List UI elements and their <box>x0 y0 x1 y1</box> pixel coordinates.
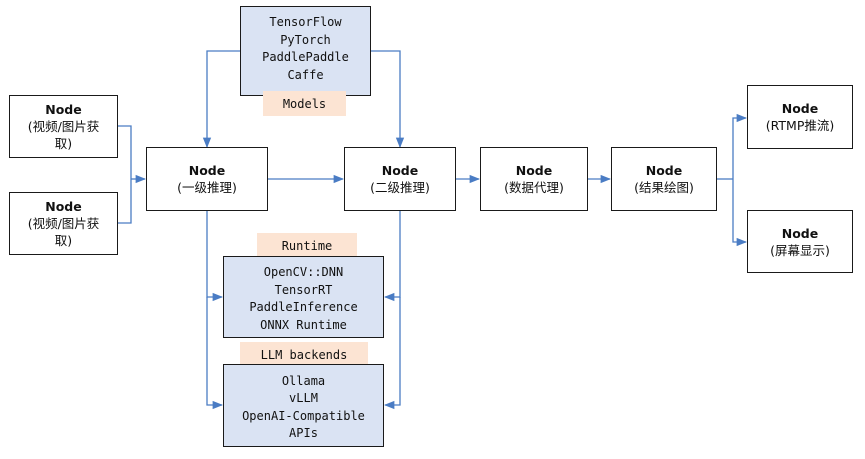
edge-primary-to-runtime <box>206 211 224 302</box>
primary-inference-node: Node (一级推理) <box>146 147 268 211</box>
llm-item: OpenAI-Compatible <box>242 408 365 423</box>
edge-input2-merge <box>118 179 132 224</box>
edge-osd-to-screen <box>732 179 748 247</box>
node-label: (RTMP推流) <box>765 118 835 133</box>
rtmp-push-node: Node (RTMP推流) <box>747 85 853 149</box>
models-item: Caffe <box>287 67 324 82</box>
edge-secondary-to-llm <box>383 297 401 410</box>
result-draw-node: Node (结果绘图) <box>611 147 717 211</box>
node-title: Node <box>781 101 819 116</box>
node-label: (视频/图片获取) <box>27 216 100 248</box>
models-item: PaddlePaddle <box>262 50 349 64</box>
llm-item: Ollama <box>281 373 326 388</box>
data-broker-node: Node (数据代理) <box>480 147 588 211</box>
node-label: (二级推理) <box>370 180 430 195</box>
edge-models-to-secondary <box>371 50 405 149</box>
edge-input1-merge <box>118 125 132 179</box>
models-item: TensorFlow <box>269 15 342 29</box>
node-title: Node <box>515 163 553 178</box>
input-node-1: Node (视频/图片获取) <box>9 95 118 158</box>
node-label: (结果绘图) <box>634 180 694 195</box>
llm-backends-stack: Ollama vLLM OpenAI-Compatible APIs <box>223 364 384 447</box>
runtime-stack: OpenCV::DNN TensorRT PaddleInference ONN… <box>223 256 384 338</box>
llm-item: APIs <box>289 426 318 440</box>
node-title: Node <box>188 163 226 178</box>
llm-item: vLLM <box>289 391 318 405</box>
node-title: Node <box>781 225 819 241</box>
node-label: (数据代理) <box>504 180 564 195</box>
models-stack: TensorFlow PyTorch PaddlePaddle Caffe <box>240 6 371 96</box>
node-title: Node <box>45 102 82 117</box>
runtime-item: OpenCV::DNN <box>263 265 344 279</box>
screen-display-node: Node (屏幕显示) <box>747 210 853 273</box>
runtime-tag: Runtime <box>257 233 357 258</box>
node-title: Node <box>45 199 82 214</box>
edge-primary-to-llm <box>206 297 224 410</box>
runtime-item: ONNX Runtime <box>260 317 347 332</box>
input-node-2: Node (视频/图片获取) <box>9 192 118 255</box>
runtime-item: PaddleInference <box>249 300 358 314</box>
models-tag: Models <box>263 91 346 116</box>
node-title: Node <box>645 163 683 178</box>
llm-backends-tag: LLM backends <box>240 342 368 367</box>
node-title: Node <box>381 163 419 178</box>
secondary-inference-node: Node (二级推理) <box>344 147 456 211</box>
node-label: (屏幕显示) <box>770 242 830 258</box>
edge-osd-to-rtmp <box>732 113 748 179</box>
runtime-item: TensorRT <box>274 282 333 297</box>
node-label: (一级推理) <box>177 180 237 195</box>
edge-models-to-primary <box>202 50 240 149</box>
node-label: (视频/图片获取) <box>27 119 100 151</box>
models-item: PyTorch <box>280 32 331 47</box>
edge-secondary-to-runtime <box>383 211 401 302</box>
